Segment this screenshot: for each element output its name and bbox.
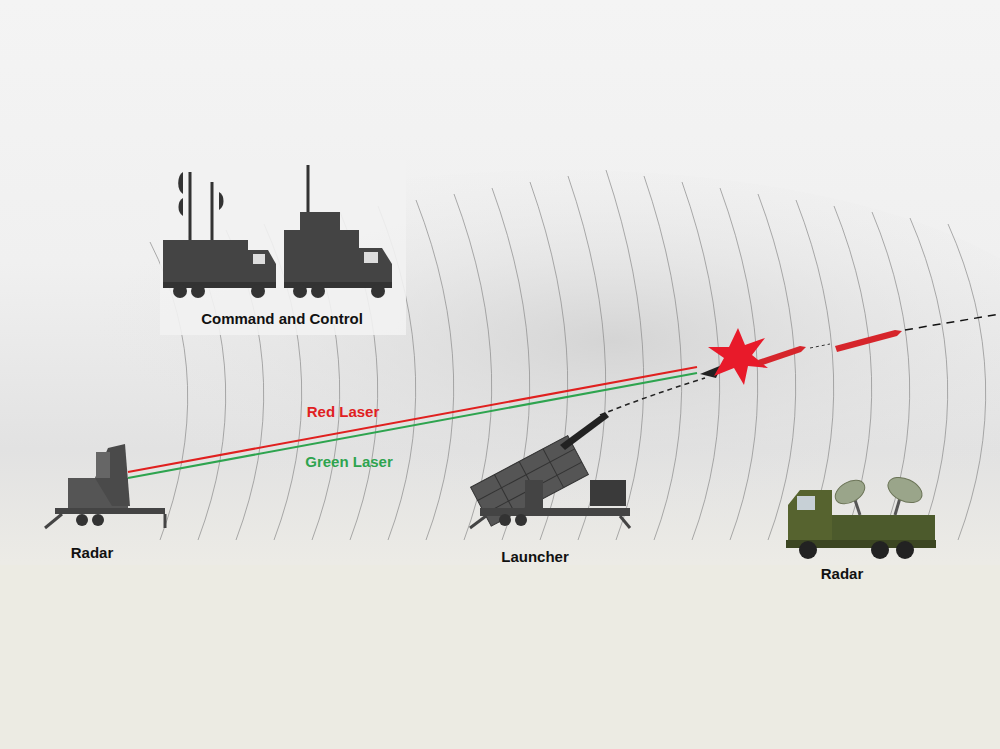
system-label: Command and Control	[198, 309, 366, 329]
interceptor-trail	[600, 378, 705, 415]
command-trucks	[160, 160, 406, 335]
ground	[0, 565, 1000, 749]
explosion	[708, 328, 768, 385]
part-label: Radar	[818, 564, 867, 584]
part-label: Launcher	[498, 547, 572, 567]
green-laser-beam	[128, 373, 697, 478]
wave-arc	[796, 200, 834, 540]
launcher-unit	[470, 436, 630, 528]
wave-arc	[644, 176, 682, 540]
wave-arc	[948, 224, 986, 540]
threat-missiles	[758, 314, 1000, 366]
beam-label: Red Laser	[304, 402, 383, 422]
radar-truck	[786, 472, 936, 559]
wave-arc	[416, 200, 454, 540]
radar-unit	[45, 444, 165, 528]
wave-arc	[682, 182, 720, 540]
red-laser-beam	[128, 367, 697, 472]
beam-label: Green Laser	[302, 452, 396, 472]
part-label: Radar	[68, 543, 117, 563]
interceptor-missile	[560, 412, 609, 450]
